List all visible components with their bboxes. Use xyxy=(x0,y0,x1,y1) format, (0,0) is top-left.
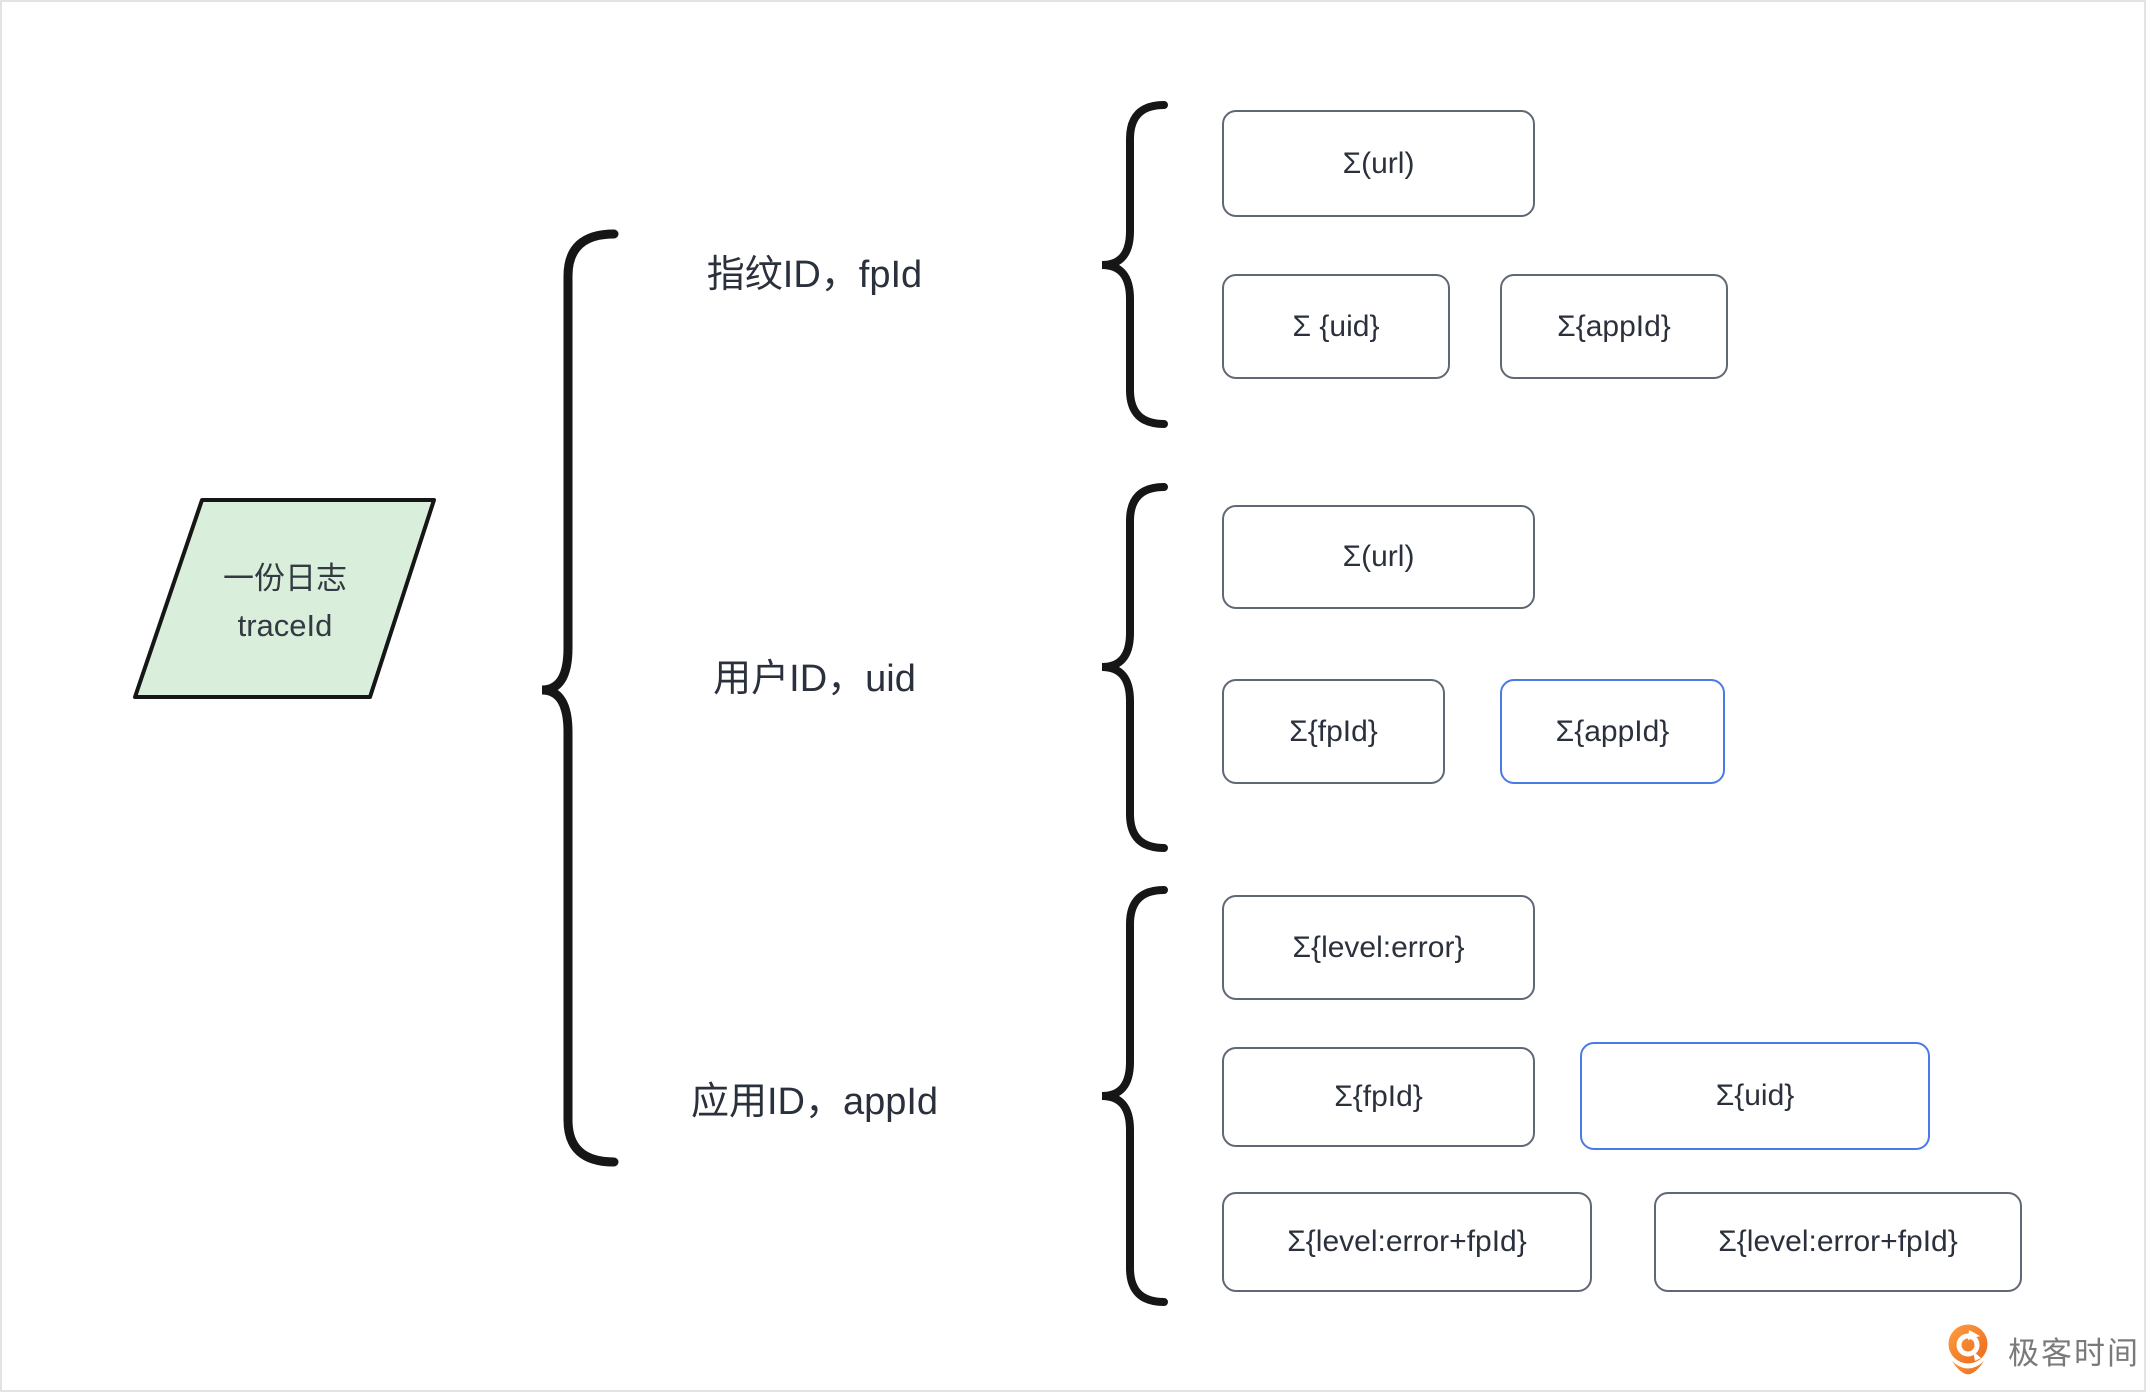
branch-label-uid: 用户ID，uid xyxy=(713,657,916,700)
appid-box-level-error-fpid-2: Σ{level:error+fpId} xyxy=(1654,1192,2022,1292)
fpid-box-appid: Σ{appId} xyxy=(1500,274,1728,379)
fpid-box-uid: Σ {uid} xyxy=(1222,274,1450,379)
fpid-brace xyxy=(1101,101,1168,428)
uid-box-appid-highlighted: Σ{appId} xyxy=(1500,679,1725,784)
root-node-line1: 一份日志 xyxy=(223,561,347,596)
uid-box-fpid: Σ{fpId} xyxy=(1222,679,1445,784)
geektime-logo-icon xyxy=(1948,1324,1988,1375)
uid-box-url: Σ(url) xyxy=(1222,505,1535,609)
appid-box-fpid: Σ{fpId} xyxy=(1222,1047,1535,1147)
brand-watermark: 极客时间 xyxy=(1940,1322,2140,1378)
root-node-label: 一份日志 traceId xyxy=(155,555,415,649)
appid-box-level-error-fpid-1: Σ{level:error+fpId} xyxy=(1222,1192,1592,1292)
branch-label-appid: 应用ID，appId xyxy=(690,1080,939,1123)
appid-box-level-error: Σ{level:error} xyxy=(1222,895,1535,1000)
appid-box-uid-highlighted: Σ{uid} xyxy=(1580,1042,1930,1150)
main-brace xyxy=(541,229,619,1167)
branch-label-fpid: 指纹ID，fpId xyxy=(706,253,923,296)
root-node-line2: traceId xyxy=(237,608,333,643)
brand-name: 极客时间 xyxy=(2008,1335,2140,1371)
appid-brace xyxy=(1101,886,1168,1306)
fpid-box-url: Σ(url) xyxy=(1222,110,1535,217)
root-parallelogram xyxy=(133,498,436,699)
uid-brace xyxy=(1101,483,1168,852)
